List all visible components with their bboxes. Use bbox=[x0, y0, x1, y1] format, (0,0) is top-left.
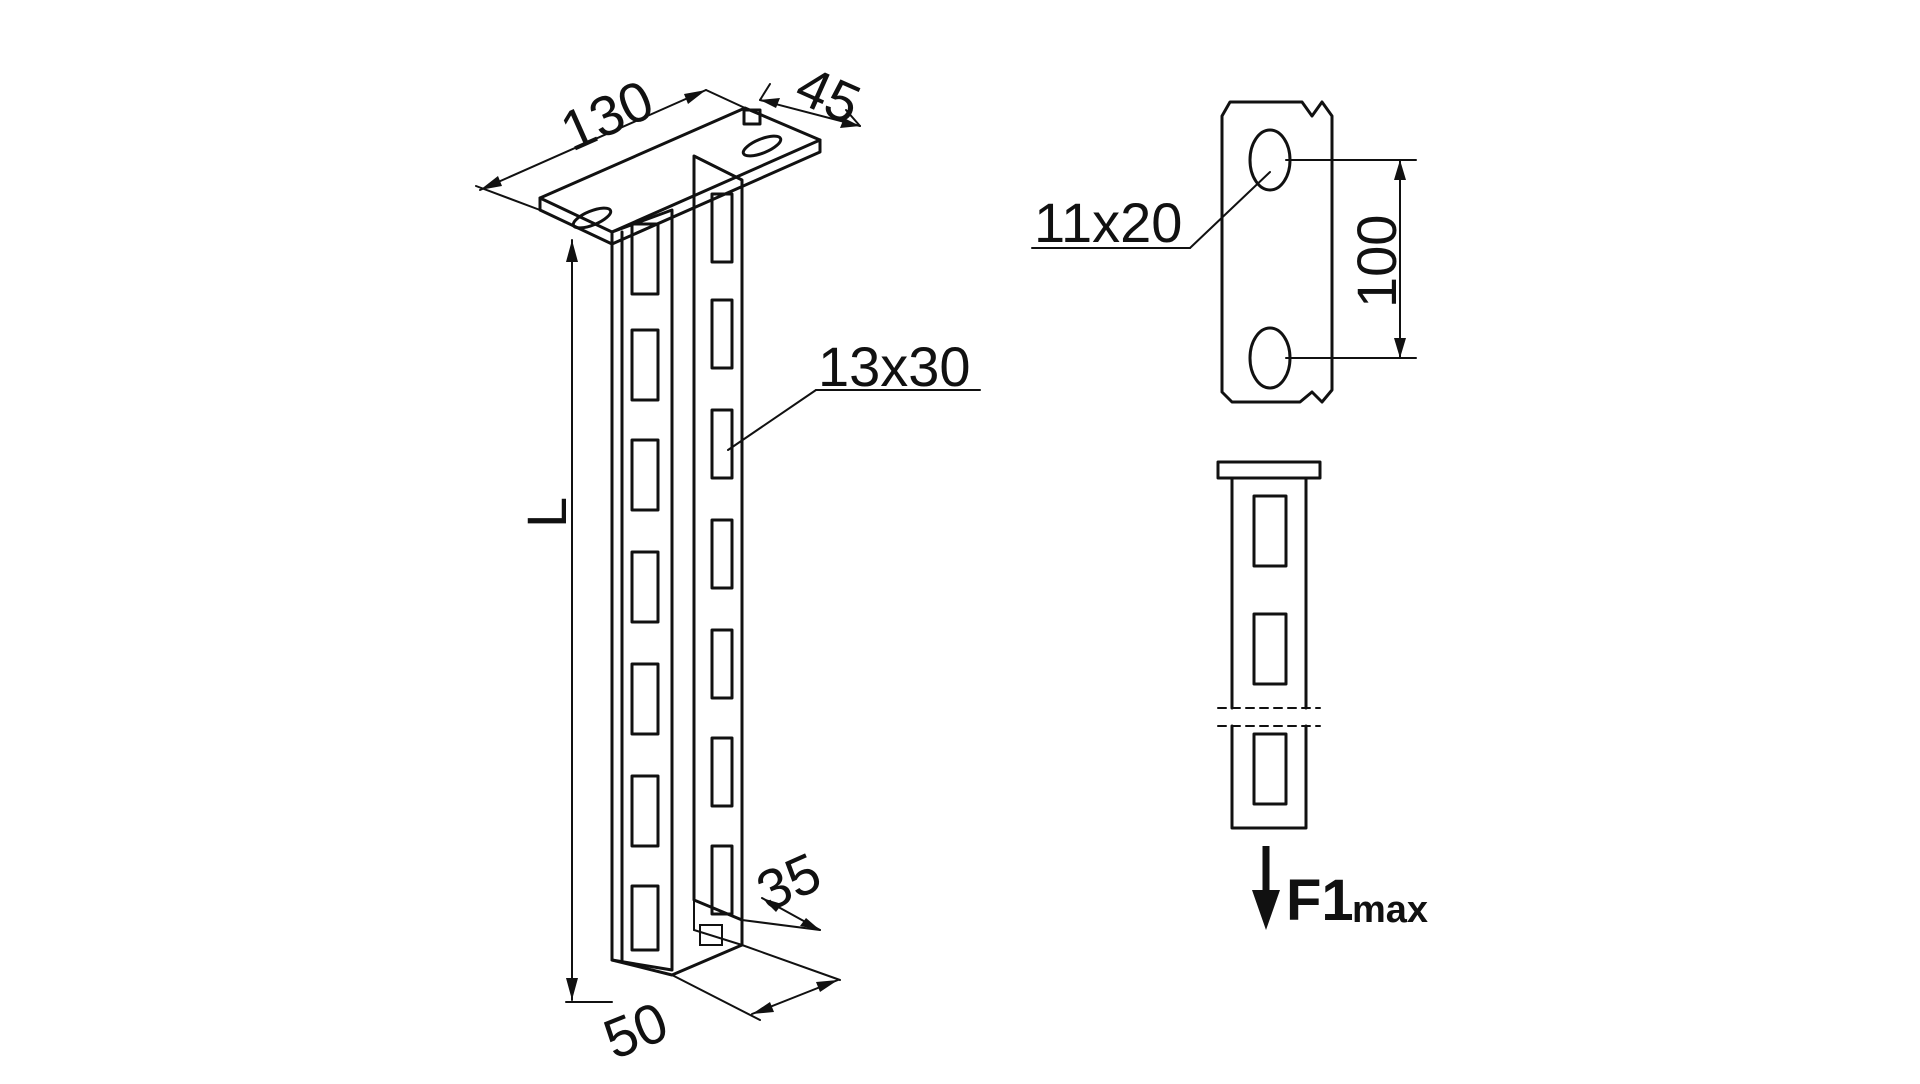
plate-top-view: 100 11x20 bbox=[1031, 100, 1417, 404]
hole-spacing-text: 100 bbox=[1345, 215, 1408, 308]
dimension-45: 45 bbox=[759, 53, 870, 136]
front-view-slot bbox=[1252, 732, 1288, 806]
side-slot bbox=[710, 192, 734, 264]
slot-callout: 13x30 bbox=[727, 335, 981, 451]
hole-callout-text: 11x20 bbox=[1034, 191, 1182, 254]
plate-hole-back bbox=[741, 134, 783, 158]
side-slot bbox=[710, 298, 734, 370]
plate-slot-hole-bottom bbox=[1248, 326, 1292, 390]
side-slot bbox=[710, 408, 734, 480]
dimension-L: L bbox=[515, 239, 613, 1003]
front-view-slot bbox=[1252, 612, 1288, 686]
dimension-35: 35 bbox=[741, 840, 830, 931]
plate-nub bbox=[742, 108, 762, 126]
side-slot bbox=[710, 844, 734, 916]
side-slot bbox=[710, 736, 734, 808]
front-slot bbox=[630, 662, 660, 736]
isometric-hanger-view: 130 45 L 35 bbox=[475, 53, 981, 1071]
front-slot bbox=[630, 550, 660, 624]
plate-slot-hole-top bbox=[1248, 128, 1292, 192]
dimension-130: 130 bbox=[475, 67, 746, 211]
front-slot bbox=[630, 884, 660, 952]
plate-hole-front bbox=[571, 206, 613, 230]
front-slot bbox=[630, 774, 660, 848]
slot-callout-text: 13x30 bbox=[818, 335, 971, 398]
channel-front-view bbox=[1216, 460, 1322, 830]
front-slots bbox=[630, 222, 660, 952]
dimension-130-text: 130 bbox=[551, 67, 662, 163]
front-view-slot bbox=[1252, 494, 1288, 568]
side-slot bbox=[710, 628, 734, 700]
force-arrow-icon bbox=[1252, 890, 1280, 930]
dimension-L-text: L bbox=[515, 497, 578, 528]
front-slot bbox=[630, 222, 660, 296]
dimension-35-text: 35 bbox=[747, 840, 830, 923]
side-slot bbox=[710, 518, 734, 590]
side-slots bbox=[710, 192, 734, 916]
front-slot bbox=[630, 328, 660, 402]
force-label: F1 bbox=[1286, 868, 1354, 933]
front-slot bbox=[630, 438, 660, 512]
force-indicator: F1 max bbox=[1252, 846, 1428, 933]
force-subscript: max bbox=[1352, 889, 1428, 931]
